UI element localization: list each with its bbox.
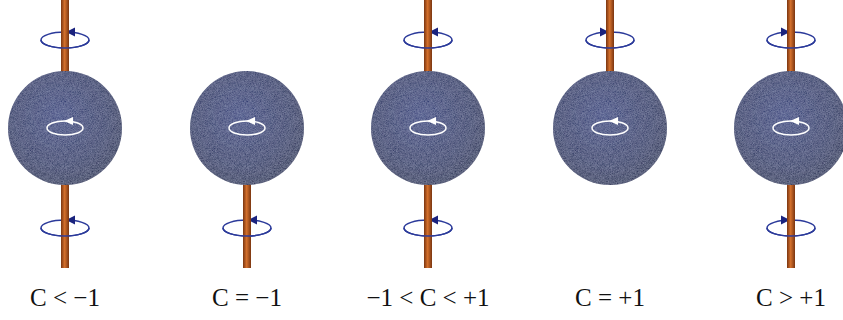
parameter-label: C > +1 <box>756 285 826 310</box>
parameter-label: −1 < C < +1 <box>366 285 489 310</box>
parameter-label: C = −1 <box>212 285 282 310</box>
parameter-label: C < −1 <box>30 285 100 310</box>
parameter-label: C = +1 <box>575 285 645 310</box>
